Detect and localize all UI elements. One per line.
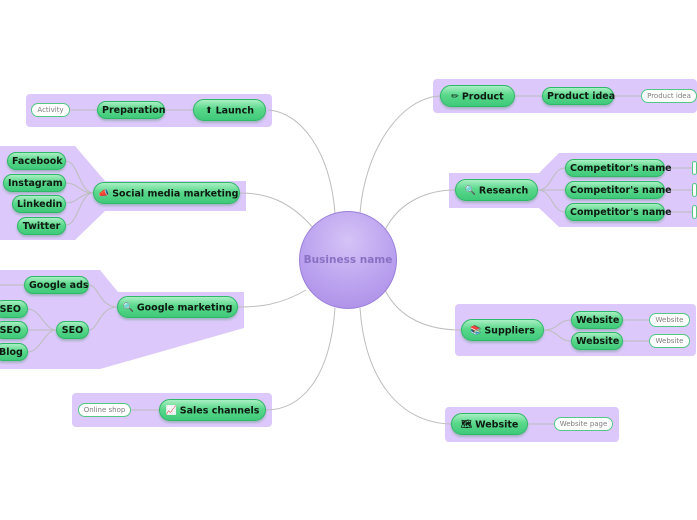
chart-icon: 📈 <box>165 406 177 416</box>
seo-child-label-2: SEO <box>0 325 21 336</box>
twitter-node[interactable]: Twitter <box>17 217 66 235</box>
central-topic-label: Business name <box>303 254 393 266</box>
competitor-label-2: Competitor's name <box>570 185 672 196</box>
competitor-node-1[interactable]: Competitor's name <box>565 159 672 177</box>
preparation-label: Preparation <box>102 105 166 116</box>
research-label: Research <box>478 185 529 197</box>
magnifier-icon: 🔍 <box>464 186 476 196</box>
magnifier-icon: 🔍 <box>122 303 134 313</box>
linkedin-node[interactable]: Linkedin <box>12 195 66 213</box>
supplier-website-node-2[interactable]: Website <box>571 332 623 350</box>
supplier-website-label-2: Website <box>576 336 620 347</box>
supplier-website-leaf-2[interactable]: Website <box>649 334 690 348</box>
supplier-website-leaf-label-1: Website <box>655 316 684 324</box>
blog-label: Blog <box>0 347 23 358</box>
supplier-website-label-1: Website <box>576 315 620 326</box>
activity-label: Activity <box>37 106 64 114</box>
central-topic[interactable]: Business name <box>299 211 397 309</box>
twitter-label: Twitter <box>22 221 61 232</box>
product-idea-leaf-label: Product idea <box>647 92 691 100</box>
competitor-node-2[interactable]: Competitor's name <box>565 181 672 199</box>
seo-child-node-1[interactable]: SEO <box>0 300 28 318</box>
instagram-node[interactable]: Instagram <box>3 174 66 192</box>
suppliers-label: Suppliers <box>484 325 535 337</box>
sales-channels-label: Sales channels <box>179 405 260 417</box>
google-marketing-node[interactable]: 🔍Google marketing <box>117 296 238 318</box>
facebook-label: Facebook <box>12 156 63 167</box>
social-media-label: Social media marketing <box>112 188 239 200</box>
upload-icon: ⬆ <box>205 106 213 116</box>
supplier-website-node-1[interactable]: Website <box>571 311 623 329</box>
seo-label: SEO <box>61 325 84 336</box>
website-page-label: Website page <box>559 420 608 428</box>
megaphone-icon: 📣 <box>98 189 110 199</box>
supplier-website-leaf-label-2: Website <box>655 337 684 345</box>
research-node[interactable]: 🔍Research <box>455 179 538 201</box>
globe-icon: 🗺 <box>460 420 473 430</box>
competitor-leaf-1[interactable] <box>692 161 697 175</box>
facebook-node[interactable]: Facebook <box>7 152 66 170</box>
pencil-icon: ✏ <box>451 92 459 102</box>
launch-label: Launch <box>215 105 254 117</box>
product-idea-leaf[interactable]: Product idea <box>641 89 697 103</box>
product-idea-node[interactable]: Product idea <box>542 87 616 105</box>
google-ads-label: Google ads <box>29 280 89 291</box>
preparation-node[interactable]: Preparation <box>97 101 166 119</box>
website-label: Website <box>475 419 519 431</box>
competitor-node-3[interactable]: Competitor's name <box>565 203 672 221</box>
seo-child-node-2[interactable]: SEO <box>0 321 28 339</box>
sales-channels-node[interactable]: 📈Sales channels <box>159 399 266 421</box>
competitor-label-1: Competitor's name <box>570 163 672 174</box>
competitor-label-3: Competitor's name <box>570 207 672 218</box>
instagram-label: Instagram <box>8 178 63 189</box>
online-shop-leaf[interactable]: Online shop <box>78 403 131 417</box>
competitor-leaf-3[interactable] <box>692 205 697 219</box>
linkedin-label: Linkedin <box>17 199 63 210</box>
seo-child-label-1: SEO <box>0 304 21 315</box>
google-ads-node[interactable]: Google ads <box>24 276 89 294</box>
product-node[interactable]: ✏Product <box>440 85 515 107</box>
activity-leaf[interactable]: Activity <box>31 103 70 117</box>
website-node[interactable]: 🗺Website <box>451 413 528 435</box>
product-label: Product <box>461 91 504 103</box>
suppliers-node[interactable]: 📚Suppliers <box>461 319 544 341</box>
blog-node[interactable]: Blog <box>0 343 28 361</box>
website-page-leaf[interactable]: Website page <box>554 417 613 431</box>
books-icon: 📚 <box>470 326 482 336</box>
launch-node[interactable]: ⬆Launch <box>193 99 266 121</box>
competitor-leaf-2[interactable] <box>692 183 697 197</box>
supplier-website-leaf-1[interactable]: Website <box>649 313 690 327</box>
product-idea-label: Product idea <box>547 91 616 102</box>
seo-node[interactable]: SEO <box>56 321 89 339</box>
google-marketing-label: Google marketing <box>136 302 233 314</box>
online-shop-label: Online shop <box>83 406 126 414</box>
social-media-node[interactable]: 📣Social media marketing <box>93 182 240 204</box>
